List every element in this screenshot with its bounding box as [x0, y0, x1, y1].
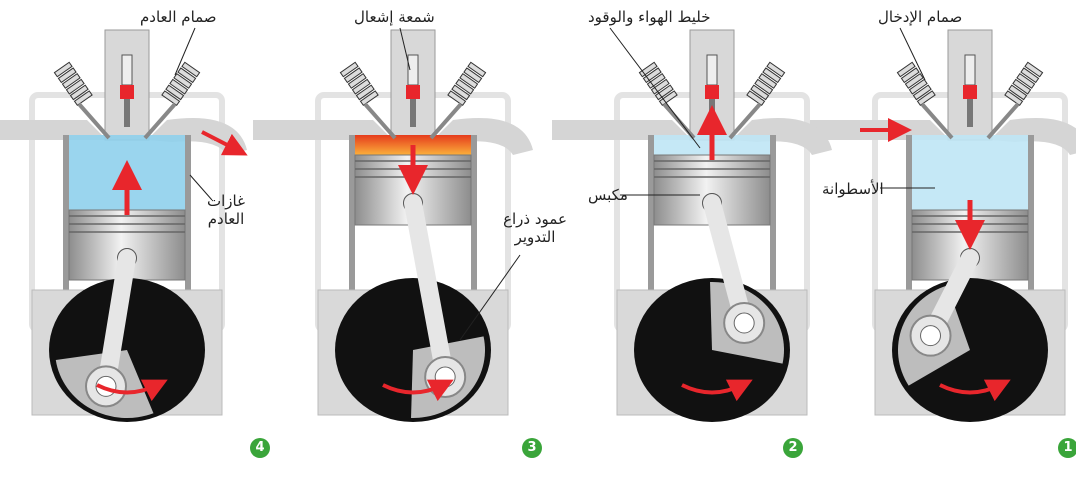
step-badge-2: 2	[783, 438, 803, 458]
spark-plug-tip	[967, 99, 973, 127]
intake-valve-spring	[897, 62, 935, 105]
label-air-fuel-mixture: خليط الهواء والوقود	[588, 8, 711, 26]
intake-valve-spring	[340, 62, 378, 105]
step-badge-3: 3	[522, 438, 542, 458]
crank-pin-hole	[734, 313, 754, 333]
spark-plug-tip	[124, 99, 130, 127]
intake-valve-spring	[639, 62, 677, 105]
label-cylinder: الأسطوانة	[822, 180, 884, 198]
spark-plug-nut	[705, 85, 719, 99]
spark-plug	[707, 55, 717, 85]
step-badge-4: 4	[250, 438, 270, 458]
crank-pin-hole	[921, 326, 941, 346]
exhaust-valve-spring	[162, 62, 200, 105]
spark-plug	[122, 55, 132, 85]
label-spark-plug: شمعة إشعال	[354, 8, 435, 26]
engine-compression-stroke	[552, 30, 832, 422]
label-exhaust-valve: صمام العادم	[140, 8, 217, 26]
label-connecting-rod: عمود ذراع التدوير	[490, 210, 580, 246]
spark-plug-nut	[963, 85, 977, 99]
spark-plug-tip	[410, 99, 416, 127]
exhaust-valve-spring	[448, 62, 486, 105]
combustion-chamber	[912, 135, 1028, 210]
exhaust-valve-spring	[747, 62, 785, 105]
label-exhaust-gases: غازات العادم	[196, 192, 256, 228]
intake-valve-spring	[54, 62, 92, 105]
step-badge-1: 1	[1058, 438, 1076, 458]
label-piston: مكبس	[588, 186, 628, 204]
label-intake-valve: صمام الإدخال	[878, 8, 962, 26]
engine-intake-stroke	[810, 30, 1076, 422]
crank-pin-hole	[435, 367, 455, 387]
exhaust-valve-spring	[1005, 62, 1043, 105]
spark-plug-nut	[406, 85, 420, 99]
spark-plug	[965, 55, 975, 85]
spark-plug-nut	[120, 85, 134, 99]
